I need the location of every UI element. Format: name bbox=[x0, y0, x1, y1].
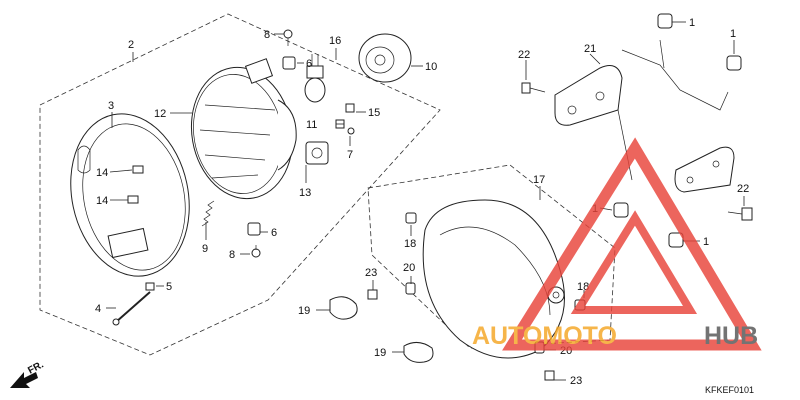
watermark-text-orange: AUTOMOTO bbox=[472, 322, 617, 350]
callout-3: 3 bbox=[108, 100, 114, 112]
callout-23-upper: 23 bbox=[365, 267, 377, 279]
callout-17: 17 bbox=[533, 174, 545, 186]
socket-cover bbox=[358, 33, 412, 83]
left-assembly-boundary bbox=[39, 13, 441, 356]
nut-1-top bbox=[657, 13, 673, 29]
grommet-6-lower bbox=[247, 222, 261, 236]
spring-9 bbox=[201, 200, 215, 227]
screw-7 bbox=[347, 127, 355, 135]
callout-10: 10 bbox=[425, 61, 437, 73]
callout-8-lower: 8 bbox=[229, 249, 235, 261]
leader-lines bbox=[106, 21, 745, 381]
headlight-lens-unit bbox=[190, 58, 297, 200]
callout-11: 11 bbox=[306, 119, 317, 131]
headlight-bulb bbox=[304, 54, 326, 103]
callout-14-lower: 14 bbox=[96, 195, 108, 207]
callout-20-left: 20 bbox=[403, 262, 415, 274]
nut-1-middle bbox=[613, 202, 629, 218]
watermark-logo: AUTOMOTO HUB bbox=[472, 137, 762, 351]
callout-16: 16 bbox=[329, 35, 341, 47]
diagram-code: KFKEF0101 bbox=[705, 385, 754, 395]
watermark-inner-triangle-icon bbox=[570, 210, 698, 314]
callout-18-left: 18 bbox=[404, 238, 416, 250]
headlight-rim bbox=[70, 113, 190, 277]
callout-14-upper: 14 bbox=[96, 167, 108, 179]
headlight-bracket bbox=[554, 39, 735, 193]
callout-7: 7 bbox=[347, 149, 353, 161]
grommet-18-left bbox=[405, 212, 417, 224]
clamp-19-lower bbox=[403, 342, 434, 363]
grommet-6-upper bbox=[282, 56, 296, 70]
callout-6-upper: 6 bbox=[306, 58, 312, 70]
callout-9: 9 bbox=[202, 243, 208, 255]
clip-14-lower bbox=[127, 195, 139, 204]
bolt-23-lower bbox=[544, 370, 555, 381]
callout-15: 15 bbox=[368, 107, 380, 119]
spring-5 bbox=[145, 282, 155, 291]
nut-1-lower bbox=[668, 232, 684, 248]
socket-13 bbox=[305, 141, 329, 165]
watermark-text-grey: HUB bbox=[704, 322, 758, 350]
callout-1-top: 1 bbox=[689, 17, 695, 29]
callout-13: 13 bbox=[299, 187, 311, 199]
bolt-23-upper bbox=[367, 289, 378, 300]
callout-5: 5 bbox=[166, 281, 172, 293]
screw-8-upper bbox=[283, 29, 293, 46]
callout-19-lower: 19 bbox=[374, 347, 386, 359]
callout-1-right: 1 bbox=[730, 28, 736, 40]
callout-8-upper: 8 bbox=[264, 29, 270, 41]
callout-12: 12 bbox=[154, 108, 166, 120]
nut-1-right bbox=[726, 55, 742, 71]
callout-19-upper: 19 bbox=[298, 305, 310, 317]
callout-22-upper: 22 bbox=[518, 49, 530, 61]
adjusting-screw bbox=[112, 291, 151, 326]
callout-labels: 2 3 12 14 14 8 6 16 10 11 15 7 13 9 6 8 … bbox=[95, 17, 749, 387]
callout-2: 2 bbox=[128, 39, 134, 51]
front-direction-arrow: FR. bbox=[10, 359, 46, 388]
direction-label: FR. bbox=[26, 359, 46, 376]
callout-22-right: 22 bbox=[737, 183, 749, 195]
screw-8-lower bbox=[251, 245, 261, 258]
callout-1-lower: 1 bbox=[703, 236, 709, 248]
watermark-triangle-icon bbox=[502, 137, 762, 351]
collar-20-left bbox=[405, 282, 416, 295]
bolt-22-right bbox=[727, 207, 753, 221]
clamp-19-upper bbox=[329, 296, 358, 320]
bolt-22-upper bbox=[521, 82, 546, 94]
clip-14-upper bbox=[132, 165, 144, 174]
position-bulb-15 bbox=[345, 103, 355, 113]
callout-6-lower: 6 bbox=[271, 227, 277, 239]
callout-21: 21 bbox=[584, 43, 596, 55]
callout-23-lower: 23 bbox=[570, 375, 582, 387]
callout-4: 4 bbox=[95, 303, 101, 315]
